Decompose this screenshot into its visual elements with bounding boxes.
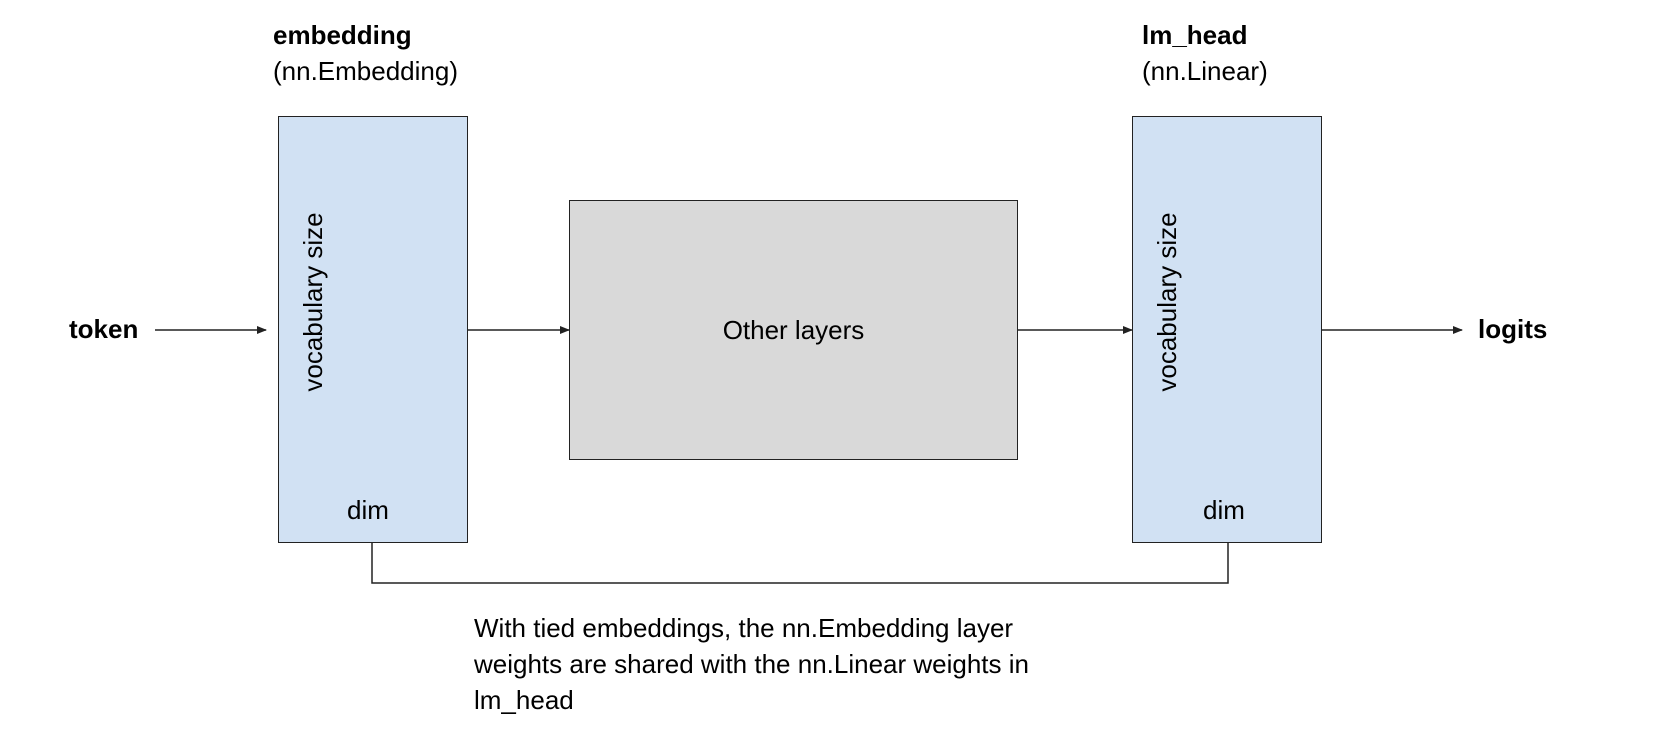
embedding-type: (nn.Embedding) <box>273 56 458 86</box>
tied-weights-connector <box>371 543 1229 584</box>
other-layers-label: Other layers <box>722 314 865 345</box>
embedding-vocab-size-label: vocabulary size <box>298 212 328 392</box>
lm-head-dim-label: dim <box>1203 495 1245 525</box>
input-token-label: token <box>69 314 139 344</box>
note-line-2: weights are shared with the nn.Linear we… <box>474 649 1029 679</box>
embedding-block: vocabulary size dim <box>278 116 468 543</box>
note-line-1: With tied embeddings, the nn.Embedding l… <box>474 613 1014 643</box>
lm-head-vocab-size-label: vocabulary size <box>1152 212 1182 392</box>
tied-embeddings-note: With tied embeddings, the nn.Embedding l… <box>474 610 1029 718</box>
lm-head-type: (nn.Linear) <box>1142 56 1268 86</box>
output-logits-label: logits <box>1478 314 1548 344</box>
lm-head-block: vocabulary size dim <box>1132 116 1322 543</box>
embedding-title: embedding <box>273 20 412 50</box>
embedding-dim-label: dim <box>347 495 389 525</box>
other-layers-block: Other layers <box>569 200 1018 460</box>
lm-head-title: lm_head <box>1142 20 1248 50</box>
note-line-3: lm_head <box>474 685 574 715</box>
